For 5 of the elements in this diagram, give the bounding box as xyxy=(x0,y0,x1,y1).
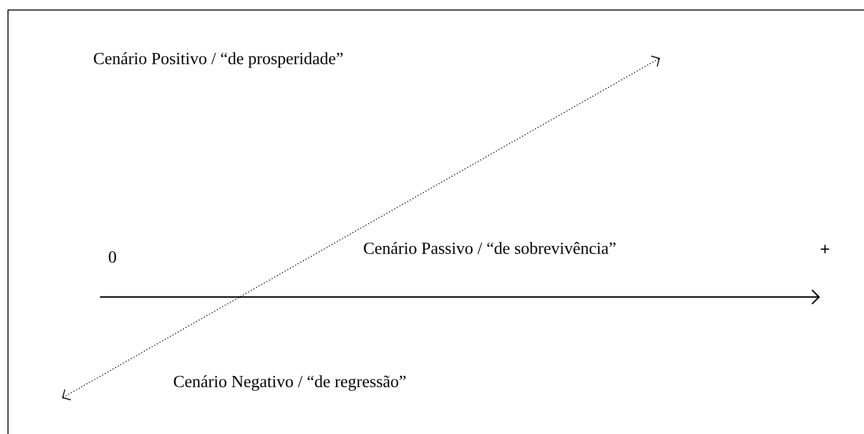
axis-origin-label: 0 xyxy=(108,251,116,263)
scenario-label: Cenário Positivo / “de prosperidade” xyxy=(94,52,343,68)
axis-plus-sign: + xyxy=(820,244,830,254)
scenario-label: Cenário Passivo / “de sobrevivência” xyxy=(364,242,616,254)
scenario-label: Cenário Negativo / “de regressão” xyxy=(174,375,406,391)
